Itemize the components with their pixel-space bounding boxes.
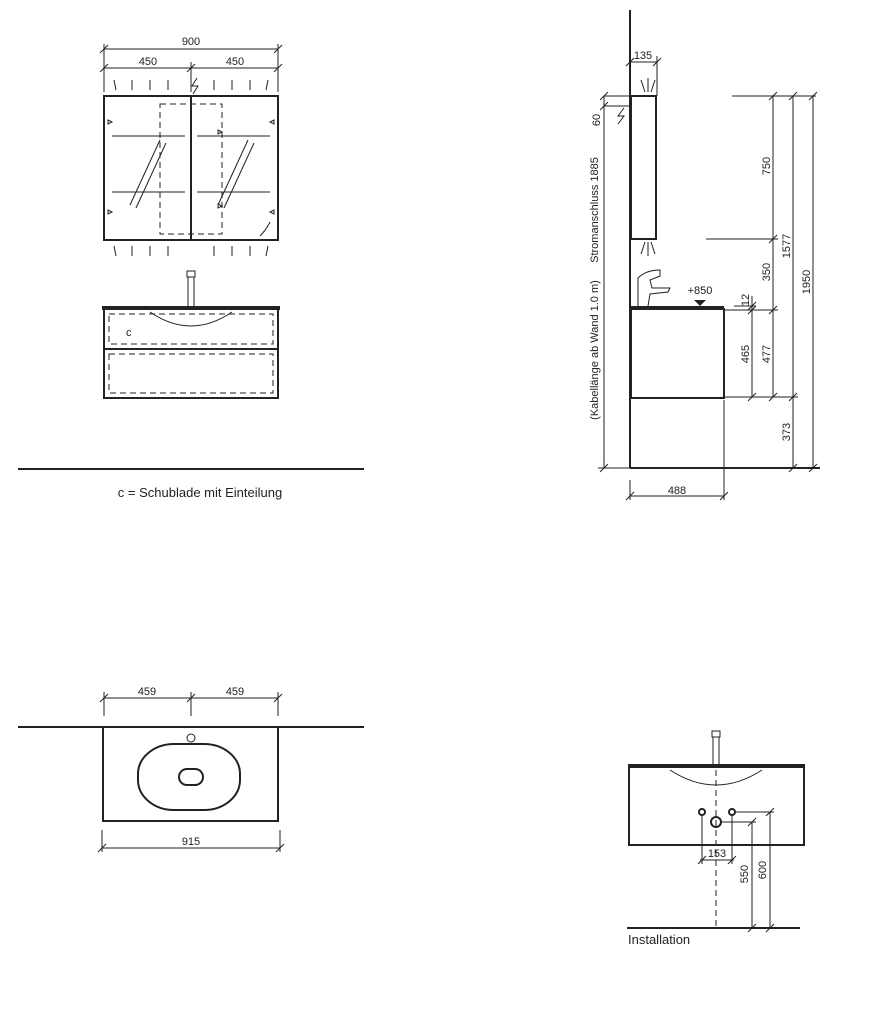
dim-cabinet-bottom-height: 1577 xyxy=(781,234,793,258)
front-width-right: 450 xyxy=(226,56,244,68)
dim-supply-spacing: 153 xyxy=(708,848,726,860)
vanity-top-plan xyxy=(102,726,279,822)
faucet-install-icon xyxy=(711,730,721,764)
vanity-body xyxy=(103,308,279,399)
top-right-half: 459 xyxy=(226,686,244,698)
front-width-total: 900 xyxy=(182,36,200,48)
drawer-inner-bottom xyxy=(108,353,274,394)
faucet-hole xyxy=(186,733,196,743)
dim-supply-height: 600 xyxy=(757,861,769,879)
dim-total-height: 1950 xyxy=(801,270,813,294)
side-cabinet-depth: 135 xyxy=(634,50,652,62)
side-elevation: 135 60 Stromanschluss 1885 (Kabellänge a… xyxy=(589,10,820,501)
front-width-dimensions xyxy=(99,44,283,92)
vanity-body-side xyxy=(630,308,725,399)
mirror-cabinet-side xyxy=(630,95,657,240)
front-elevation: 900 450 450 xyxy=(99,36,283,399)
basin-outline xyxy=(137,743,241,811)
drawer-label: c xyxy=(126,327,132,339)
drain-outline xyxy=(178,768,204,786)
light-rays xyxy=(113,79,269,257)
electric-symbol-icon xyxy=(191,77,199,95)
mirror-reflection-marks xyxy=(129,139,255,209)
dim-drain-height: 550 xyxy=(739,865,751,883)
dim-vanity-body: 465 xyxy=(740,345,752,363)
basin-curve xyxy=(149,311,233,327)
top-left-half: 459 xyxy=(138,686,156,698)
dim-vanity-total: 477 xyxy=(761,345,773,363)
shelves xyxy=(112,135,270,193)
installation-label: Installation xyxy=(628,932,690,947)
faucet-icon xyxy=(186,270,196,306)
dim-gap-height: 350 xyxy=(761,263,773,281)
installation-view: 153 550 600 Installation xyxy=(627,730,805,947)
level-marker-icon xyxy=(694,300,706,306)
dim-vanity-depth: 488 xyxy=(668,485,686,497)
top-width: 915 xyxy=(182,836,200,848)
drawer-inner-top xyxy=(108,313,274,345)
cold-supply xyxy=(698,808,706,816)
drawer-legend: c = Schublade mit Einteilung xyxy=(118,485,282,500)
power-connection-note: Stromanschluss 1885 xyxy=(589,157,601,263)
side-light-rays xyxy=(640,78,656,256)
faucet-side-icon xyxy=(637,269,671,307)
top-view: 459 459 915 xyxy=(18,686,364,853)
hot-supply xyxy=(728,808,736,816)
front-width-left: 450 xyxy=(139,56,157,68)
top-level-mark: +850 xyxy=(688,285,713,297)
dim-cabinet-height: 750 xyxy=(761,157,773,175)
dim-floor-clearance: 373 xyxy=(781,423,793,441)
inner-shelf-outline xyxy=(159,103,223,235)
cable-length-note: (Kabellänge ab Wand 1.0 m) xyxy=(589,280,601,420)
side-offset-top: 60 xyxy=(591,114,603,126)
hinge-marks xyxy=(107,119,275,215)
side-electric-symbol-icon xyxy=(617,107,625,125)
dim-top-thickness: 12 xyxy=(740,294,752,306)
